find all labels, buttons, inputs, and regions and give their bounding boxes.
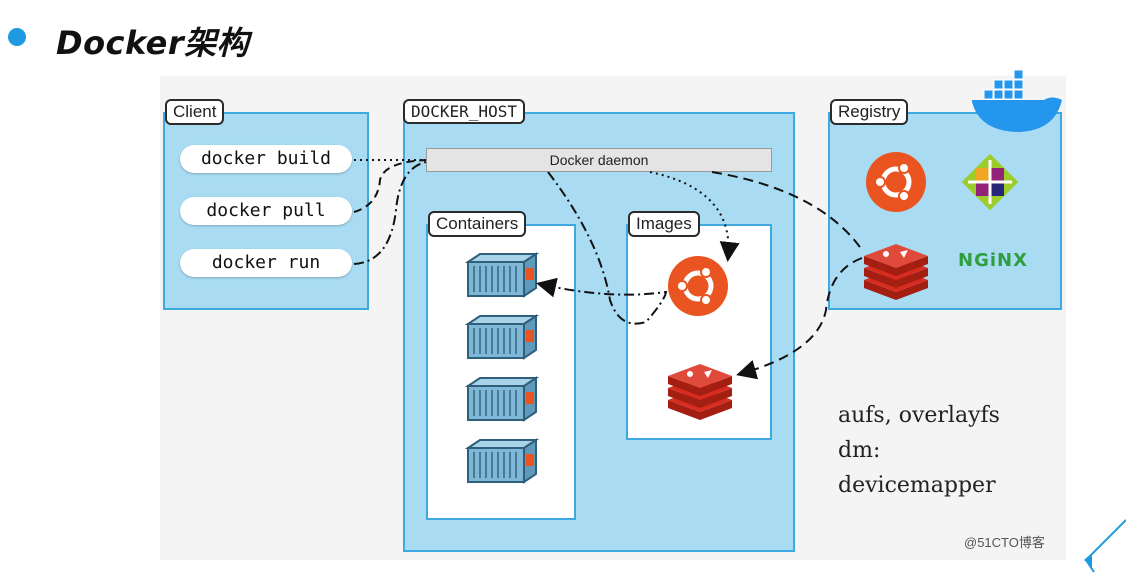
pull-arrow — [353, 159, 427, 213]
container-icon — [467, 377, 537, 421]
ubuntu-icon — [866, 152, 926, 212]
cmd-docker-build: docker build — [180, 145, 352, 173]
redis-icon — [668, 364, 732, 420]
cmd-docker-pull: docker pull — [180, 197, 352, 225]
centos-icon — [961, 153, 1019, 211]
cmd-docker-run: docker run — [180, 249, 352, 277]
registry-label: Registry — [830, 99, 909, 125]
title-bullet — [8, 28, 26, 46]
docker-whale-icon — [972, 69, 1062, 132]
ubuntu-icon — [668, 256, 728, 316]
docker-daemon: Docker daemon — [426, 148, 772, 172]
container-icon — [467, 439, 537, 483]
run-arrow — [353, 161, 427, 265]
nginx-icon: NGiNX — [958, 250, 1028, 271]
docker-host-label: DOCKER_HOST — [403, 99, 525, 124]
image-to-container-arrow — [536, 171, 668, 325]
storage-drivers: aufs, overlayfs dm: devicemapper — [838, 398, 1000, 503]
daemon-to-registry-arrow — [711, 171, 863, 251]
registry-to-image-arrow — [736, 257, 863, 380]
client-label: Client — [165, 99, 225, 125]
watermark: @51CTO博客 — [964, 535, 1045, 550]
containers-label: Containers — [428, 211, 527, 237]
container-icon — [467, 315, 537, 359]
storage-driver-line: devicemapper — [838, 473, 996, 498]
storage-driver-line: dm: — [838, 438, 881, 463]
storage-driver-line: aufs, overlayfs — [838, 403, 1000, 428]
redis-icon — [864, 244, 928, 300]
daemon-to-image-arrow — [649, 171, 740, 262]
slide-title: Docker架构 — [56, 24, 250, 62]
images-label: Images — [628, 211, 700, 237]
container-icon — [467, 253, 537, 297]
